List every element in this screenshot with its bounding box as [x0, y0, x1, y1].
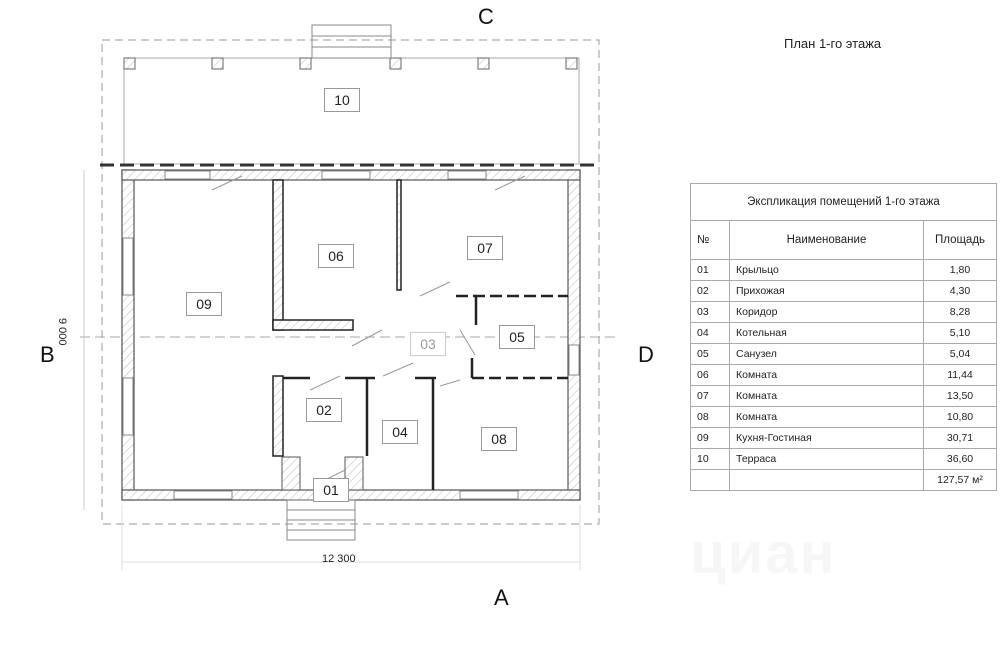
- cell-name: Кухня-Гостиная: [729, 427, 924, 449]
- cell-number: 08: [690, 406, 730, 428]
- cell-number: 07: [690, 385, 730, 407]
- cell-area: 10,80: [923, 406, 997, 428]
- cell-number: 03: [690, 301, 730, 323]
- header-number: №: [690, 220, 730, 260]
- header-name: Наименование: [729, 220, 924, 260]
- interior-walls: [272, 179, 402, 457]
- header-area: Площадь: [923, 220, 997, 260]
- room-explication-table: Экспликация помещений 1-го этажа № Наиме…: [690, 183, 997, 491]
- cell-area: 8,28: [923, 301, 997, 323]
- windows: [122, 170, 580, 500]
- cell-number: 04: [690, 322, 730, 344]
- room-tag-02: 02: [306, 398, 342, 422]
- room-tag-05: 05: [499, 325, 535, 349]
- cell-area: 1,80: [923, 259, 997, 281]
- cell-number: 02: [690, 280, 730, 302]
- cell-area: 36,60: [923, 448, 997, 470]
- partitions: [283, 294, 568, 490]
- room-tag-10: 10: [324, 88, 360, 112]
- cell-area: 5,04: [923, 343, 997, 365]
- porch-steps: [286, 499, 356, 541]
- room-tag-04: 04: [382, 420, 418, 444]
- dimension-width: 12 300: [322, 553, 356, 565]
- cell-name: Комната: [729, 406, 924, 428]
- total-row: 127,57 м²: [690, 469, 997, 491]
- room-tag-03: 03: [410, 332, 446, 356]
- axis-label-b: B: [40, 342, 55, 367]
- room-tag-01: 01: [313, 478, 349, 502]
- porch: [281, 456, 364, 491]
- room-tag-08: 08: [481, 427, 517, 451]
- total-area: 127,57 м²: [923, 469, 997, 491]
- cell-name: Коридор: [729, 301, 924, 323]
- room-tag-06: 06: [318, 244, 354, 268]
- axis-label-d: D: [638, 342, 654, 367]
- cell-area: 5,10: [923, 322, 997, 344]
- axis-label-a: A: [494, 585, 509, 610]
- cell-area: 30,71: [923, 427, 997, 449]
- site-boundary: [101, 39, 600, 525]
- explication-caption: Экспликация помещений 1-го этажа: [690, 183, 997, 221]
- cell-area: 13,50: [923, 385, 997, 407]
- room-tag-07: 07: [467, 236, 503, 260]
- cell-number: 05: [690, 343, 730, 365]
- cell-name: Комната: [729, 364, 924, 386]
- watermark: циан: [690, 520, 837, 587]
- cell-number: 09: [690, 427, 730, 449]
- plan-title: План 1-го этажа: [784, 36, 882, 51]
- axis-label-c: C: [478, 4, 494, 29]
- cell-name: Санузел: [729, 343, 924, 365]
- cell-number: 06: [690, 364, 730, 386]
- door-swings: [211, 175, 526, 486]
- cell-number: 10: [690, 448, 730, 470]
- cell-area: 11,44: [923, 364, 997, 386]
- terrace-steps: [311, 24, 392, 59]
- cell-name: Терраса: [729, 448, 924, 470]
- cell-name: Прихожая: [729, 280, 924, 302]
- room-tag-09: 09: [186, 292, 222, 316]
- terrace-columns: [123, 57, 578, 70]
- cell-name: Комната: [729, 385, 924, 407]
- cell-area: 4,30: [923, 280, 997, 302]
- cell-number: 01: [690, 259, 730, 281]
- cell-name: Котельная: [729, 322, 924, 344]
- cell-name: Крыльцо: [729, 259, 924, 281]
- dimension-depth: 9 000: [56, 318, 68, 346]
